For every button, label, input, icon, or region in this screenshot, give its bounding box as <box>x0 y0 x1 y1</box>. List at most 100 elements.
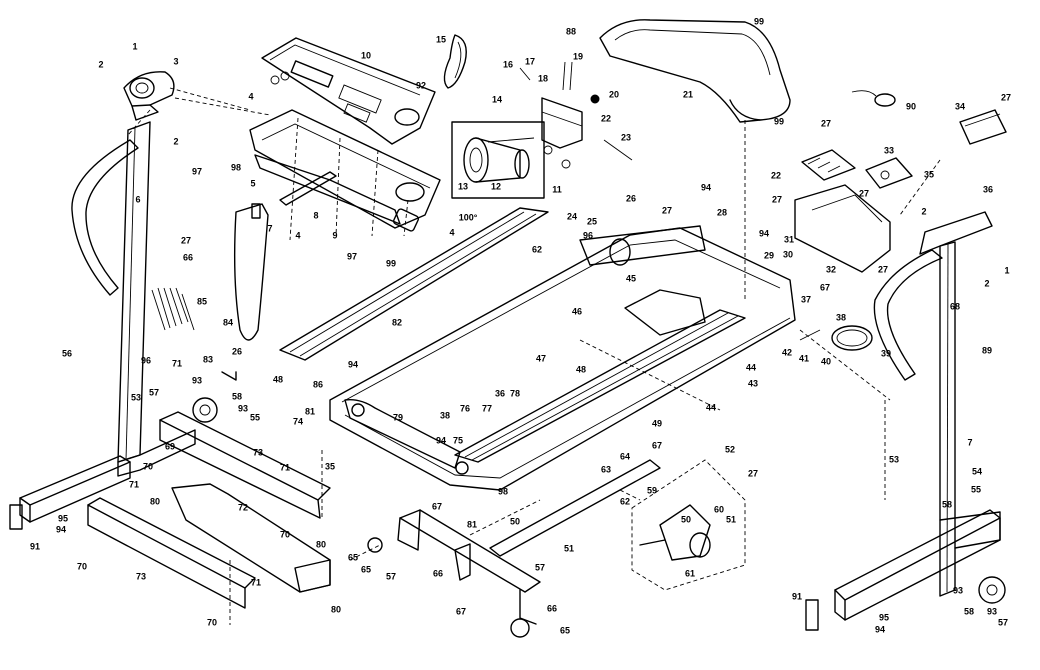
callout-label: 26 <box>626 193 636 203</box>
callout-label: 35 <box>325 461 335 471</box>
callout-label: 38 <box>440 410 450 420</box>
callout-label: 9 <box>332 230 337 240</box>
callout-label: 2 <box>173 136 178 146</box>
callout-label: 62 <box>532 244 542 254</box>
callout-label: 80 <box>316 539 326 549</box>
callout-label: 80 <box>150 496 160 506</box>
callout-label: 47 <box>536 353 546 363</box>
wheels <box>192 397 1006 604</box>
callout-label: 71 <box>251 577 261 587</box>
callout-label: 35 <box>924 169 934 179</box>
callout-label: 50 <box>681 514 691 524</box>
callout-label: 58 <box>232 391 242 401</box>
callout-label: 13 <box>458 181 468 191</box>
callout-label: 65 <box>361 564 371 574</box>
callout-label: 67 <box>820 282 830 292</box>
callout-label: 25 <box>587 216 597 226</box>
callout-label: 17 <box>525 56 535 66</box>
callout-label: 92 <box>416 80 426 90</box>
callout-label: 48 <box>273 374 283 384</box>
wire-coil <box>799 325 873 351</box>
callout-label: 23 <box>621 132 631 142</box>
electronics-tray <box>794 109 1007 273</box>
callout-label: 34 <box>955 101 965 111</box>
callout-label: 94 <box>348 359 358 369</box>
callout-label: 82 <box>392 317 402 327</box>
callout-label: 16 <box>503 59 513 69</box>
callout-label: 46 <box>572 306 582 316</box>
callout-label: 59 <box>647 485 657 495</box>
assembly-guides <box>174 97 941 625</box>
callout-label: 94 <box>701 182 711 192</box>
callout-label: 90 <box>906 101 916 111</box>
power-cord <box>851 90 896 107</box>
callout-label: 86 <box>313 379 323 389</box>
callout-label: 19 <box>573 51 583 61</box>
console-mount-bracket <box>123 71 251 136</box>
callout-label: 30 <box>783 249 793 259</box>
callout-label: 96 <box>583 230 593 240</box>
callout-label: 57 <box>386 571 396 581</box>
callout-label: 93 <box>238 403 248 413</box>
callout-label: 21 <box>683 89 693 99</box>
rear-crossbars <box>87 411 331 609</box>
drive-belt <box>443 34 467 89</box>
callout-label: 71 <box>280 462 290 472</box>
callout-label: 14 <box>492 94 502 104</box>
callout-label: 52 <box>725 444 735 454</box>
callout-label: 70 <box>207 617 217 627</box>
callout-label: 67 <box>652 440 662 450</box>
callout-label: 64 <box>620 451 630 461</box>
incline-frame <box>367 459 661 638</box>
callout-label: 32 <box>826 264 836 274</box>
callout-label: 96 <box>141 355 151 365</box>
callout-label: 44 <box>746 362 756 372</box>
callout-label: 66 <box>433 568 443 578</box>
callout-label: 70 <box>143 461 153 471</box>
callout-label: 43 <box>748 378 758 388</box>
callout-label: 71 <box>129 479 139 489</box>
callout-label: 76 <box>460 403 470 413</box>
callout-label: 93 <box>987 606 997 616</box>
callout-label: 73 <box>253 447 263 457</box>
callout-label: 29 <box>764 250 774 260</box>
callout-label: 91 <box>792 591 802 601</box>
callout-label: 88 <box>566 26 576 36</box>
callout-label: 66 <box>183 252 193 262</box>
callout-label: 27 <box>662 205 672 215</box>
callout-label: 65 <box>348 552 358 562</box>
callout-label: 2 <box>984 278 989 288</box>
callout-label: 44 <box>706 402 716 412</box>
callout-label: 53 <box>889 454 899 464</box>
callout-label: 4 <box>248 91 253 101</box>
callout-label: 63 <box>601 464 611 474</box>
callout-label: 56 <box>62 348 72 358</box>
callout-label: 72 <box>238 502 248 512</box>
callout-label: 51 <box>726 514 736 524</box>
callout-label: 2 <box>921 206 926 216</box>
callout-label: 24 <box>567 211 577 221</box>
callout-label: 91 <box>30 541 40 551</box>
callout-label: 12 <box>491 181 501 191</box>
right-upright <box>805 211 1001 631</box>
callout-label: 27 <box>181 235 191 245</box>
callout-label: 22 <box>601 113 611 123</box>
callout-label: 38 <box>836 312 846 322</box>
callout-label: 55 <box>250 412 260 422</box>
callout-label: 42 <box>782 347 792 357</box>
callout-label: 60 <box>714 504 724 514</box>
callout-label: 2 <box>98 59 103 69</box>
callout-label: 94 <box>436 435 446 445</box>
callout-label: 67 <box>456 606 466 616</box>
motor-bracket-hardware <box>519 61 633 169</box>
callout-label: 58 <box>942 499 952 509</box>
callout-label: 28 <box>717 207 727 217</box>
callout-label: 93 <box>953 585 963 595</box>
callout-label: 41 <box>799 353 809 363</box>
deck-frame <box>329 225 796 491</box>
callout-label: 50 <box>510 516 520 526</box>
callout-label: 69 <box>165 441 175 451</box>
callout-label: 99 <box>774 116 784 126</box>
